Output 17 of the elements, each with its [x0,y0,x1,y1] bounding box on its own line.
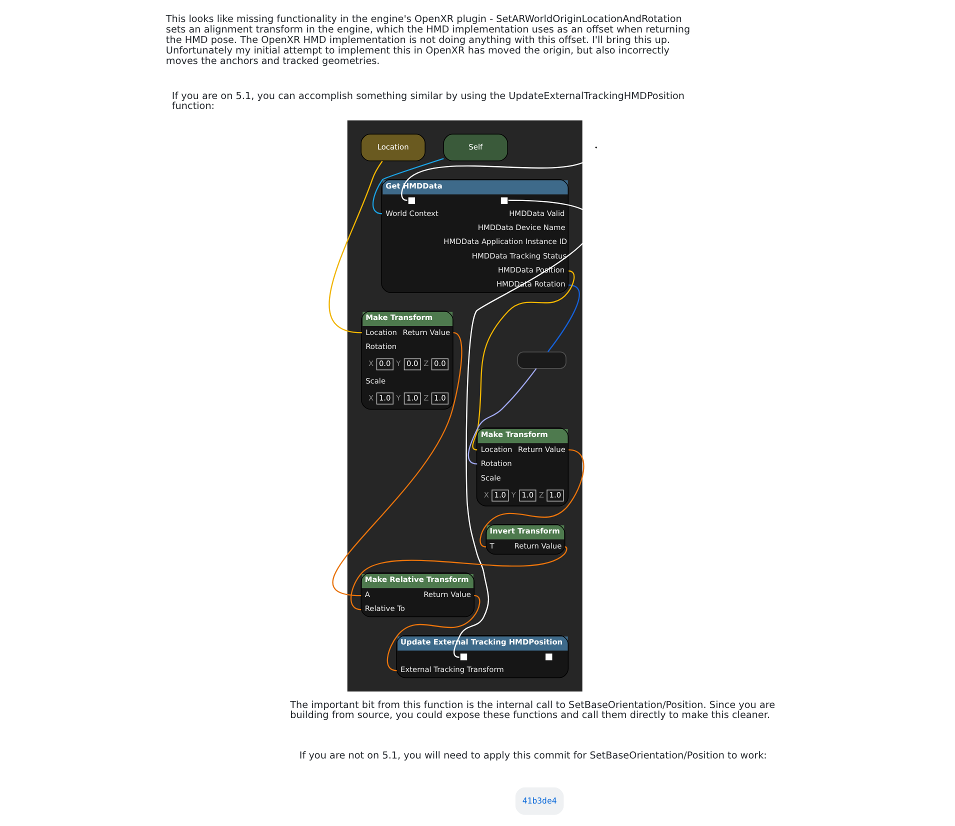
node-box [517,352,566,369]
connector [472,270,575,450]
label: 41b3de4 [522,795,557,806]
cluster [347,120,582,692]
label: If you are on 5.1, you can accomplish something similar by using the UpdateExternalTrackingHMDPosition function: [172,90,685,112]
node-box: Location [360,134,426,162]
connector [468,368,537,465]
label: The important bit from this function is the internal call to SetBaseOrientation/Position. Since you are building from source, you could expose these functions and call them directly to make this cleaner. [290,700,776,722]
connector [401,148,597,201]
connector [480,449,584,548]
connector [332,332,462,596]
connector [547,284,580,352]
label: If you are not on 5.1, you will need to apply this commit for SetBaseOrientation/Position to work: [299,750,767,762]
label: This looks like missing functionality in the engine's OpenXR plugin - SetARWorldOriginLocationAndRotation sets an alignment transform in the engine, which the HMD implementation uses as an offset when returning the HMD pose. The OpenXR HMD implementation is not doing anything with this offset. I'll bring this up. Unfortunately my initial attempt to implement this in OpenXR has moved the origin, but also incorrectly moves the anchors and tracked geometries. [166,14,690,67]
connector [372,158,444,214]
node-box: Self [443,134,508,162]
connector [350,546,568,610]
